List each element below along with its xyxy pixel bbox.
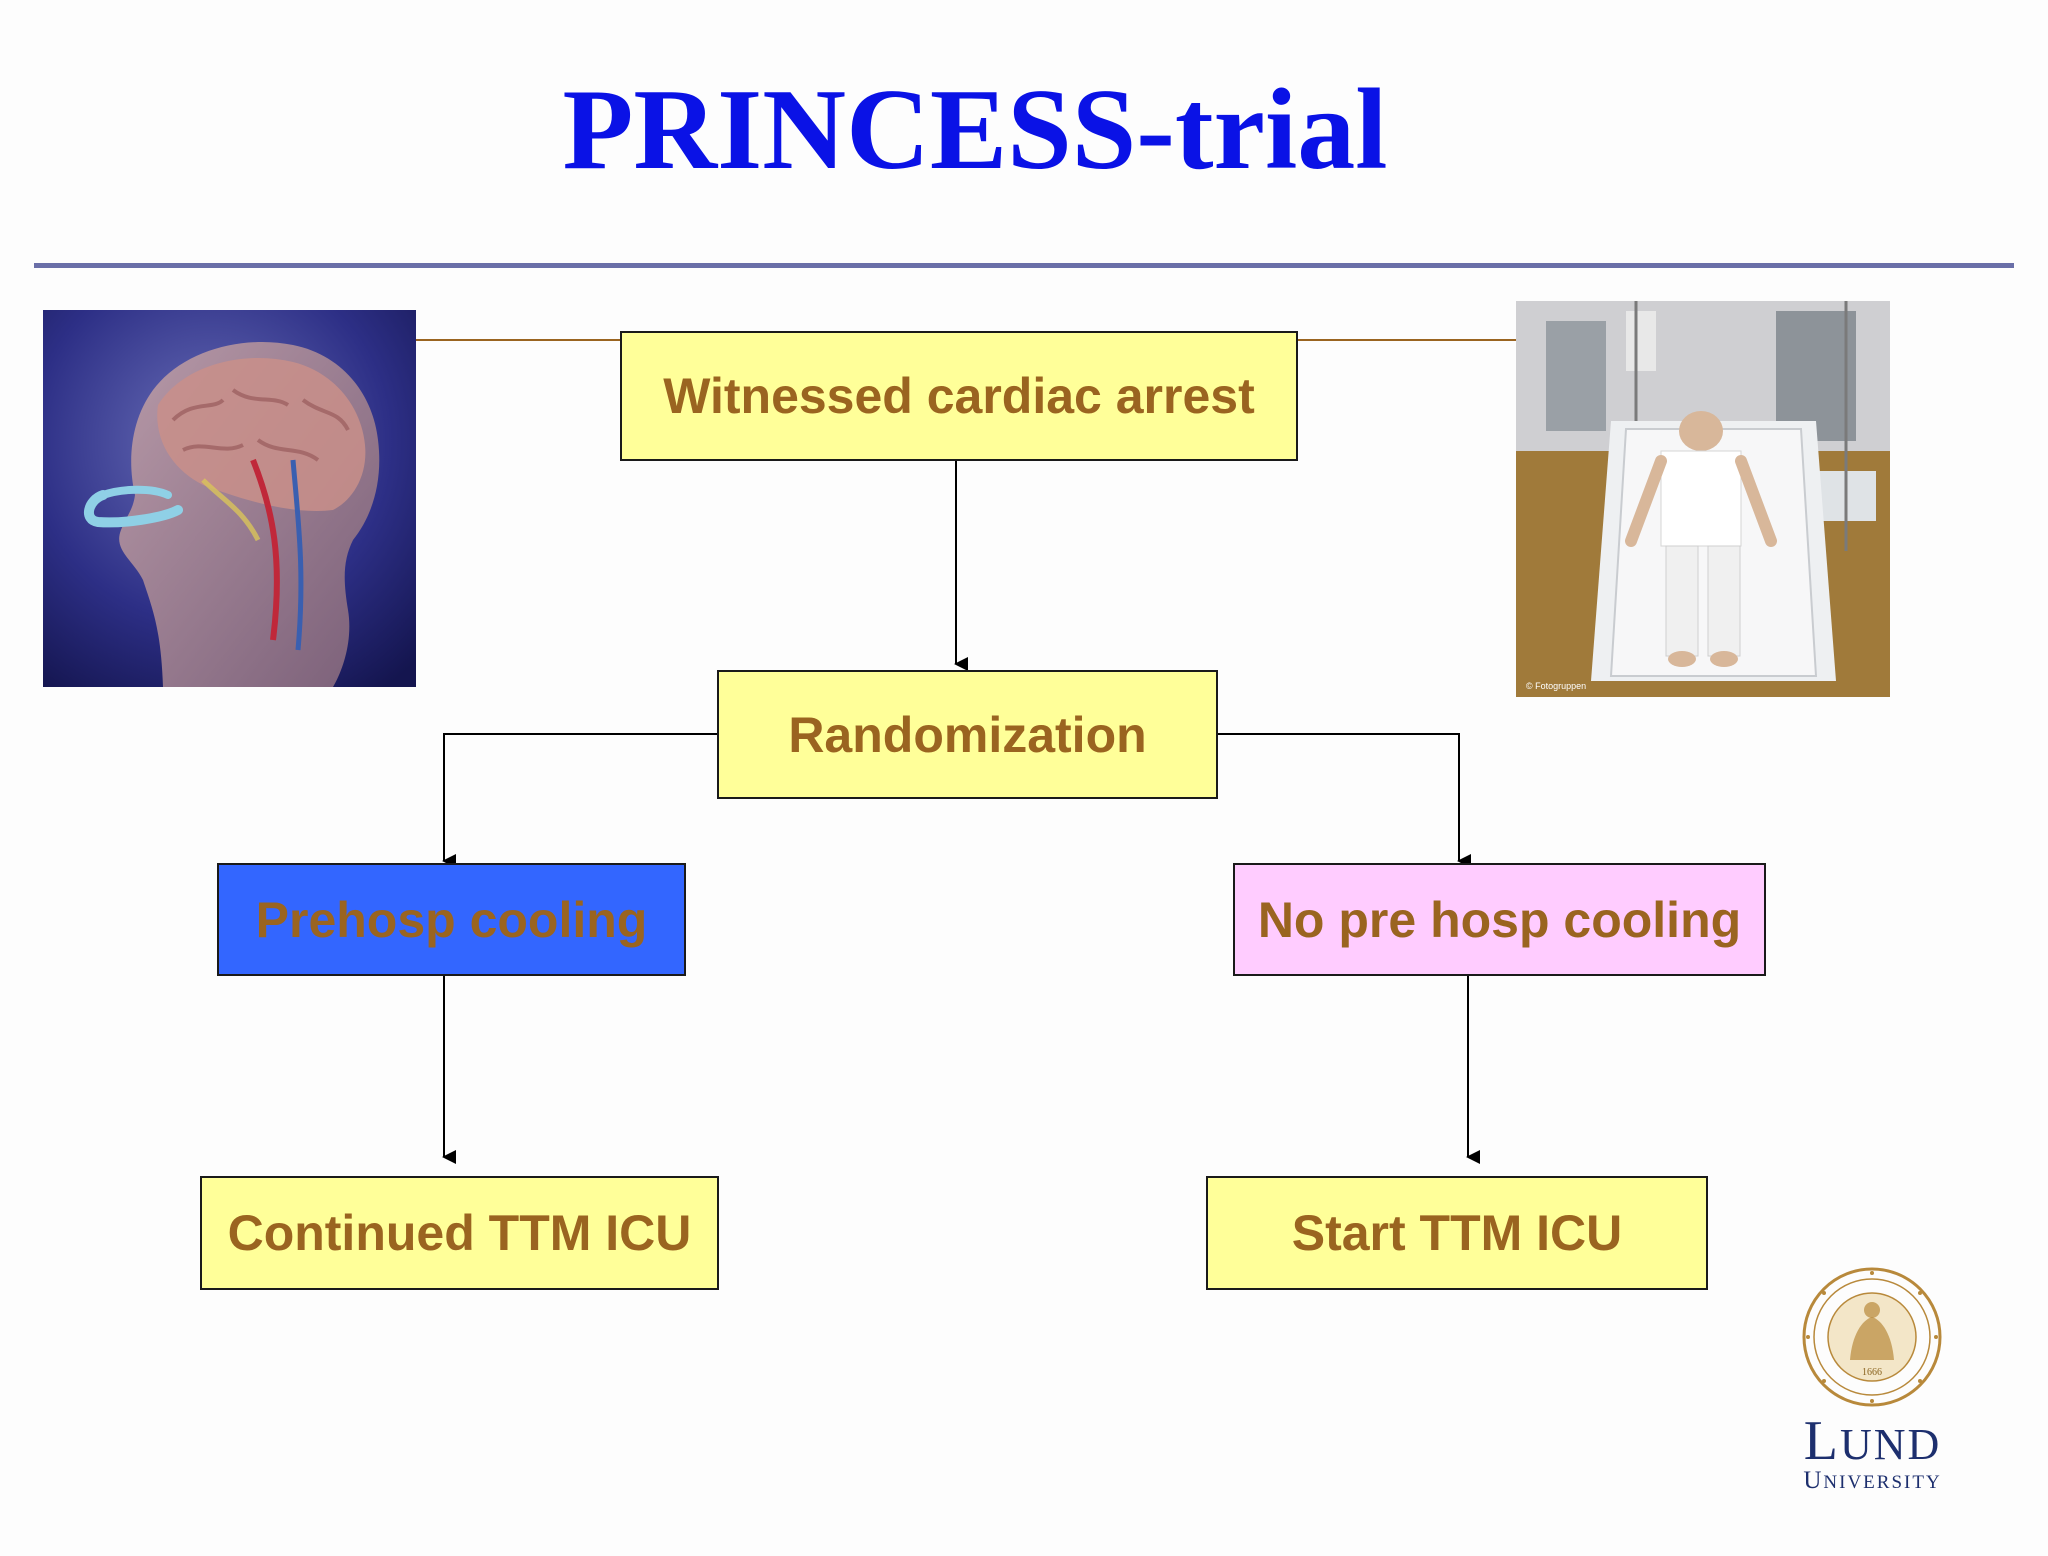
head-cooling-illustration: [43, 310, 416, 687]
node-label: No pre hosp cooling: [1257, 891, 1742, 948]
logo-university-initial: U: [1803, 1467, 1824, 1494]
logo-lund-initial: L: [1803, 1410, 1840, 1472]
node-witnessed-cardiac-arrest: Witnessed cardiac arrest: [620, 331, 1298, 461]
photo-credit: © Fotogruppen: [1526, 681, 1587, 691]
arrow-randomization-to-prehosp: [442, 733, 717, 868]
logo-lund-rest: UND: [1839, 1420, 1942, 1469]
node-start-ttm-icu: Start TTM ICU: [1206, 1176, 1708, 1290]
node-label: Randomization: [788, 706, 1147, 763]
node-continued-ttm-icu: Continued TTM ICU: [200, 1176, 719, 1290]
university-seal-icon: 1666: [1802, 1267, 1942, 1407]
seal-year: 1666: [1862, 1367, 1882, 1378]
node-label: Start TTM ICU: [1291, 1205, 1623, 1261]
node-label: Prehosp cooling: [255, 891, 648, 948]
node-label: Continued TTM ICU: [227, 1205, 692, 1261]
logo-university-rest: NIVERSITY: [1823, 1472, 1942, 1493]
node-label: Witnessed cardiac arrest: [663, 368, 1255, 424]
node-no-pre-hosp-cooling: No pre hosp cooling: [1233, 863, 1766, 976]
icu-patient-photo: © Fotogruppen: [1516, 301, 1890, 697]
node-prehosp-cooling: Prehosp cooling: [217, 863, 686, 976]
logo-wordmark-university: UNIVERSITY: [1780, 1467, 1965, 1495]
node-randomization: Randomization: [717, 670, 1218, 799]
arrow-randomization-to-no-prehosp: [1218, 733, 1471, 868]
title-divider: [34, 263, 2014, 268]
logo-wordmark-lund: LUND: [1780, 1413, 1965, 1469]
slide-title: PRINCESS-trial: [562, 66, 1388, 194]
lund-university-logo: 1666 LUND UNIVERSITY: [1780, 1265, 1965, 1495]
